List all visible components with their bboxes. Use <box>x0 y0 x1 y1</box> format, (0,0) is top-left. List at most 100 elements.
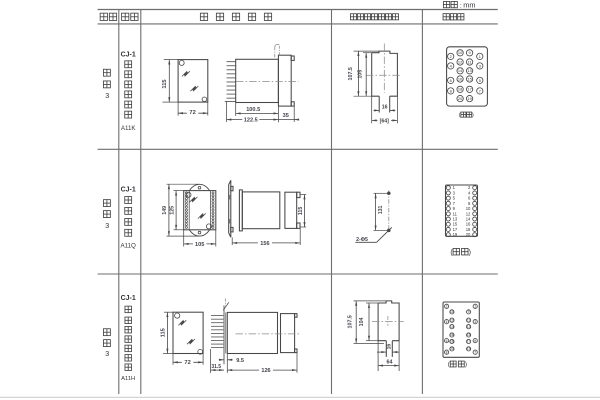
svg-text:1: 1 <box>474 305 476 309</box>
svg-text:17: 17 <box>467 87 471 92</box>
svg-text:A11H: A11H <box>121 376 135 382</box>
svg-text:115: 115 <box>298 207 304 216</box>
svg-text:18: 18 <box>458 87 462 92</box>
svg-text:CJ-1: CJ-1 <box>121 295 136 302</box>
svg-text:13: 13 <box>467 325 471 329</box>
svg-text:3: 3 <box>479 63 481 68</box>
svg-text:19: 19 <box>453 232 458 237</box>
svg-text:8: 8 <box>446 350 448 354</box>
svg-text:16: 16 <box>387 344 393 350</box>
svg-text:(: ( <box>459 113 461 119</box>
svg-text:7: 7 <box>453 201 456 206</box>
svg-text:31.5: 31.5 <box>211 364 221 370</box>
svg-text:CJ-1: CJ-1 <box>121 187 136 194</box>
svg-text:19: 19 <box>467 347 471 351</box>
svg-text:9: 9 <box>468 310 470 314</box>
svg-text:7: 7 <box>479 88 481 93</box>
svg-text:125: 125 <box>170 206 176 215</box>
svg-text:11: 11 <box>467 318 471 322</box>
svg-text:5: 5 <box>453 196 456 201</box>
svg-text:3: 3 <box>105 221 109 230</box>
svg-text:107.5: 107.5 <box>348 67 354 80</box>
svg-text:14: 14 <box>458 68 463 73</box>
svg-text:5: 5 <box>479 78 481 83</box>
svg-text:16: 16 <box>458 76 462 81</box>
svg-text:17: 17 <box>467 340 471 344</box>
svg-text:9: 9 <box>469 50 471 55</box>
svg-text:3: 3 <box>105 349 109 358</box>
svg-text:CJ-1: CJ-1 <box>121 51 136 58</box>
svg-text:64: 64 <box>387 359 393 365</box>
svg-text:6: 6 <box>446 339 448 343</box>
svg-text:105: 105 <box>358 70 364 79</box>
svg-text:126: 126 <box>261 368 270 374</box>
svg-text:11: 11 <box>453 211 458 216</box>
svg-text:100.5: 100.5 <box>246 107 260 113</box>
svg-text:mm: mm <box>463 0 475 9</box>
svg-text:7: 7 <box>474 350 476 354</box>
svg-text:9: 9 <box>453 206 456 211</box>
svg-text:72: 72 <box>189 110 195 116</box>
svg-text:A11K: A11K <box>121 125 137 132</box>
svg-text:115: 115 <box>161 328 167 337</box>
svg-text:12: 12 <box>450 318 454 322</box>
svg-text:17: 17 <box>453 227 458 232</box>
svg-text:4: 4 <box>446 320 448 324</box>
svg-text:3: 3 <box>105 91 109 100</box>
svg-text:10: 10 <box>450 310 454 314</box>
svg-text:(: ( <box>450 249 453 256</box>
svg-text:3: 3 <box>474 320 476 324</box>
svg-text:): ) <box>469 249 471 256</box>
svg-text:12: 12 <box>466 211 471 216</box>
svg-text:16: 16 <box>382 105 388 111</box>
svg-text::: : <box>460 2 462 9</box>
svg-text:15: 15 <box>467 76 471 81</box>
svg-text:149: 149 <box>162 206 168 215</box>
svg-text:72: 72 <box>184 360 190 366</box>
svg-text:16: 16 <box>466 222 471 227</box>
svg-text:15: 15 <box>467 333 471 337</box>
svg-text:107.5: 107.5 <box>348 315 354 328</box>
svg-text:18: 18 <box>466 227 471 232</box>
svg-text:[64]: [64] <box>380 118 389 124</box>
svg-text:20: 20 <box>450 347 454 351</box>
svg-text:10: 10 <box>458 50 463 55</box>
svg-text:12: 12 <box>458 59 462 64</box>
svg-text:2: 2 <box>468 185 471 190</box>
svg-text:): ) <box>465 361 467 368</box>
svg-text:A11Q: A11Q <box>121 243 137 250</box>
svg-text:115: 115 <box>162 79 168 88</box>
svg-text:2: 2 <box>446 305 448 309</box>
svg-text:16: 16 <box>450 333 454 337</box>
svg-text:): ) <box>472 113 474 119</box>
svg-text:9.5: 9.5 <box>236 358 244 364</box>
svg-text:13: 13 <box>467 68 471 73</box>
svg-text:6: 6 <box>468 196 471 201</box>
svg-text:11: 11 <box>468 59 472 64</box>
svg-text:13: 13 <box>453 217 458 222</box>
svg-text:14: 14 <box>466 217 471 222</box>
svg-text:104: 104 <box>359 317 365 326</box>
svg-text:131: 131 <box>378 205 384 214</box>
svg-text:18: 18 <box>450 340 454 344</box>
svg-text:122.5: 122.5 <box>244 118 258 124</box>
svg-text:2-Φ5: 2-Φ5 <box>356 237 368 243</box>
svg-text:8: 8 <box>468 201 471 206</box>
svg-text:156: 156 <box>260 241 269 247</box>
svg-text:14: 14 <box>450 325 454 329</box>
svg-text:105: 105 <box>195 242 204 248</box>
svg-text:10: 10 <box>466 206 471 211</box>
svg-text:15: 15 <box>453 222 458 227</box>
svg-text:1: 1 <box>453 185 456 190</box>
svg-text:4: 4 <box>450 63 453 68</box>
svg-text:5: 5 <box>474 339 476 343</box>
svg-text:3: 3 <box>453 190 456 195</box>
svg-text:20: 20 <box>466 232 471 237</box>
svg-text:6: 6 <box>450 78 452 83</box>
svg-text:20: 20 <box>458 96 463 101</box>
svg-text:4: 4 <box>468 190 471 195</box>
svg-text:1: 1 <box>479 54 481 59</box>
svg-text:19: 19 <box>467 96 471 101</box>
svg-text:35: 35 <box>283 113 289 119</box>
svg-text:2: 2 <box>450 54 452 59</box>
